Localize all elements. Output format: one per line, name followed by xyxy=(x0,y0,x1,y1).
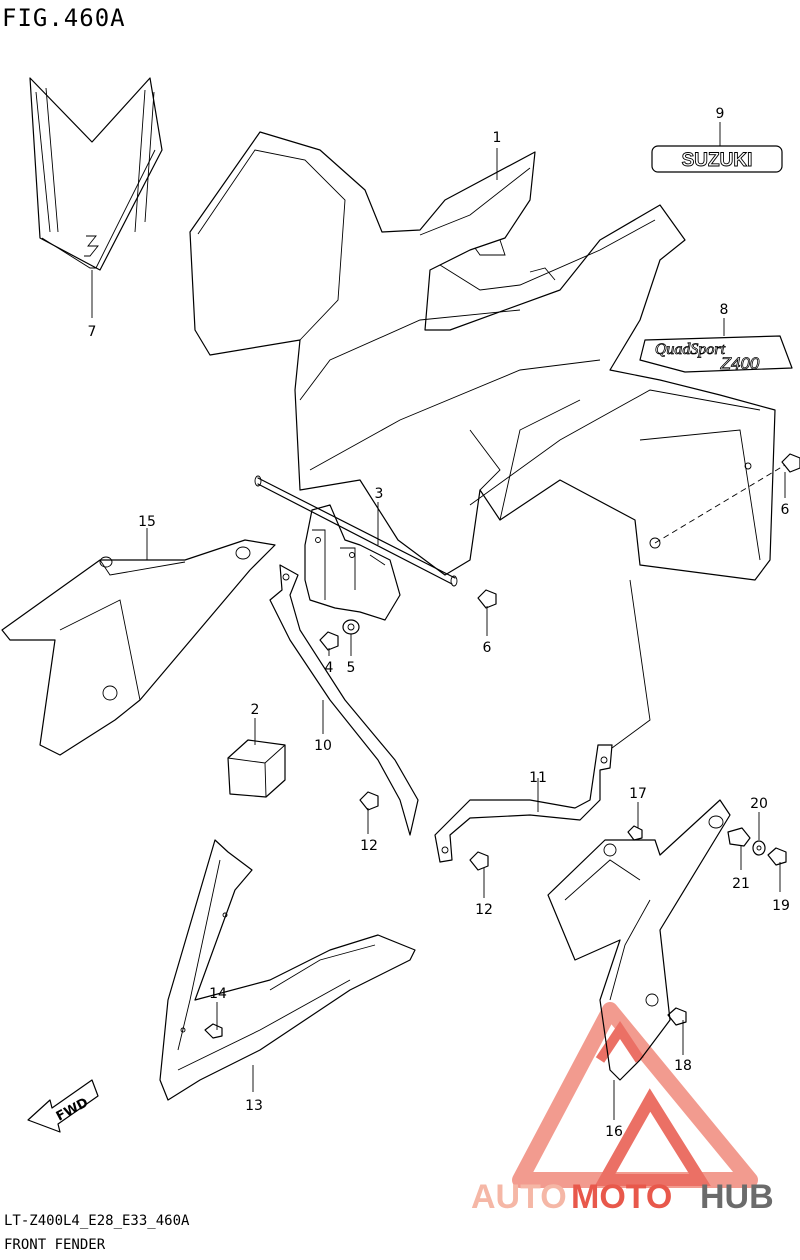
callout-19: 19 xyxy=(772,898,790,914)
quadsport-emblem[interactable]: QuadSport Z400 xyxy=(639,335,793,373)
callout-21: 21 xyxy=(732,876,750,892)
drawing-code: LT-Z400L4_E28_E33_460A xyxy=(4,1213,190,1229)
callout-4: 4 xyxy=(325,660,334,676)
callout-14: 14 xyxy=(209,986,227,1002)
figure-title: FIG.460A xyxy=(2,4,126,32)
watermark-logo xyxy=(512,1002,758,1188)
callout-10: 10 xyxy=(314,738,332,754)
suzuki-emblem[interactable]: SUZUKI xyxy=(651,145,783,173)
callout-6-right: 6 xyxy=(781,502,790,518)
callout-16: 16 xyxy=(605,1124,623,1140)
bolt-part-19[interactable] xyxy=(767,847,787,866)
callout-12-left: 12 xyxy=(360,838,378,854)
callout-15: 15 xyxy=(138,514,156,530)
screw-part-14[interactable] xyxy=(204,1023,223,1039)
callout-20: 20 xyxy=(750,796,768,812)
z400-text: Z400 xyxy=(720,354,760,373)
figure-caption: FRONT FENDER xyxy=(4,1237,106,1253)
callout-12-right: 12 xyxy=(475,902,493,918)
callout-13: 13 xyxy=(245,1098,263,1114)
suzuki-text: SUZUKI xyxy=(682,150,753,171)
callout-numbers: 1 2 3 4 5 6 6 7 8 9 10 11 12 12 13 14 15… xyxy=(88,106,790,1140)
callout-3: 3 xyxy=(375,486,384,502)
bolt-part-6-center[interactable] xyxy=(477,589,497,609)
left-side-panel[interactable] xyxy=(1,539,276,756)
watermark-hub: HUB xyxy=(700,1178,774,1216)
bolt-part-4[interactable] xyxy=(319,631,339,651)
callout-1: 1 xyxy=(493,130,502,146)
callout-6-center: 6 xyxy=(483,640,492,656)
callout-2: 2 xyxy=(251,702,260,718)
watermark-auto: AUTO xyxy=(471,1178,567,1216)
assembly-line-6 xyxy=(654,464,786,544)
screw-part-17[interactable] xyxy=(627,825,643,841)
grommet-part-21[interactable] xyxy=(727,827,751,847)
quadsport-text: QuadSport xyxy=(655,341,726,358)
callout-7: 7 xyxy=(88,324,97,340)
bolt-part-12-right[interactable] xyxy=(469,851,489,871)
bolt-part-6-right[interactable] xyxy=(781,453,800,473)
callout-9: 9 xyxy=(716,106,725,122)
callout-17: 17 xyxy=(629,786,647,802)
stay-part-10[interactable] xyxy=(269,564,419,836)
callout-8: 8 xyxy=(720,302,729,318)
watermark-text: AUTO MOTO HUB xyxy=(471,1178,774,1216)
lower-fender-flap[interactable] xyxy=(159,839,416,1101)
fender-bracket[interactable] xyxy=(254,475,458,621)
callout-5: 5 xyxy=(347,660,356,676)
callout-11: 11 xyxy=(529,770,547,786)
front-fender-body[interactable] xyxy=(189,131,776,581)
damper-block[interactable] xyxy=(227,739,286,798)
right-side-panel[interactable] xyxy=(547,799,731,1081)
bolt-part-12-left[interactable] xyxy=(359,791,379,811)
forward-arrow-icon: FWD xyxy=(27,1079,99,1133)
callout-18: 18 xyxy=(674,1058,692,1074)
front-panel-decal[interactable] xyxy=(29,77,163,271)
washer-part-20[interactable] xyxy=(752,840,766,856)
stay-part-11[interactable] xyxy=(434,744,613,863)
fwd-label: FWD xyxy=(54,1095,91,1124)
leader-lines xyxy=(91,122,786,1120)
collar-part-5[interactable] xyxy=(342,619,360,635)
watermark-moto: MOTO xyxy=(571,1178,672,1216)
screw-part-18[interactable] xyxy=(667,1007,687,1026)
